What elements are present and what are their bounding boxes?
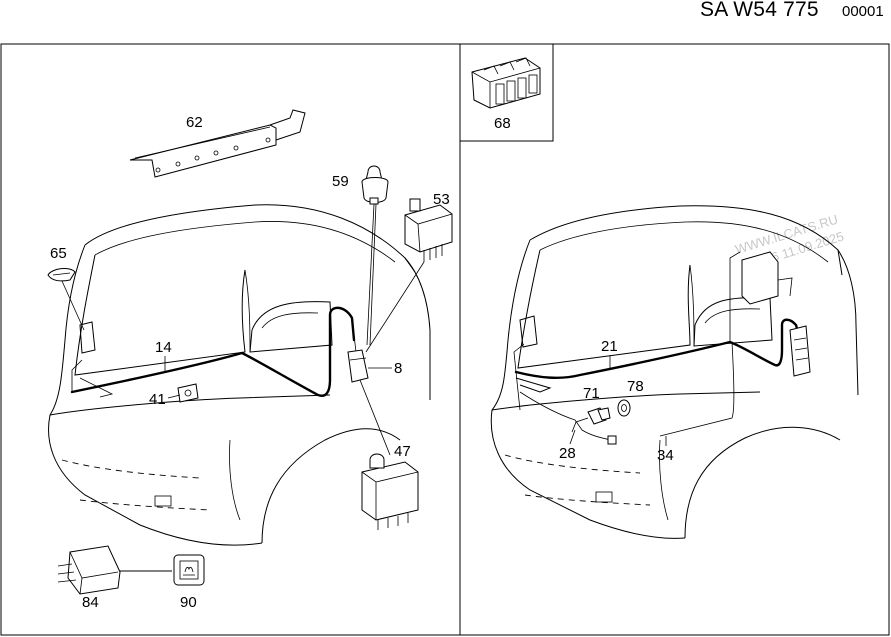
diagram-code: SA W54 775 — [700, 0, 819, 21]
callout-41: 41 — [149, 391, 166, 408]
left-harness — [70, 306, 357, 398]
callout-59: 59 — [332, 173, 349, 190]
part-59-connector — [361, 165, 389, 346]
callout-28: 28 — [559, 445, 576, 462]
callout-34: 34 — [657, 447, 674, 464]
part-41-clip — [177, 383, 199, 403]
right-cab-outline — [490, 205, 859, 539]
part-8-bracket — [347, 349, 392, 456]
callout-53: 53 — [433, 191, 450, 208]
part-28-harness-lead — [574, 419, 617, 445]
diagram-number: 00001 — [842, 3, 884, 20]
callout-62: 62 — [186, 114, 203, 131]
callout-71: 71 — [583, 385, 600, 402]
left-cab-outline — [48, 204, 431, 546]
callout-21: 21 — [601, 338, 618, 355]
part-53-relay — [365, 198, 453, 353]
callout-68: 68 — [494, 115, 511, 132]
callout-47: 47 — [394, 443, 411, 460]
callout-14: 14 — [155, 339, 172, 356]
part-47-relay — [361, 453, 419, 530]
callout-78: 78 — [627, 378, 644, 395]
callout-84: 84 — [82, 594, 99, 611]
diagram-frame — [0, 43, 890, 636]
part-84-switch — [57, 545, 172, 595]
part-78-washer — [617, 399, 631, 417]
right-harness — [513, 251, 811, 437]
callout-90: 90 — [180, 594, 197, 611]
part-65-lamp — [47, 267, 85, 331]
callout-65: 65 — [50, 245, 67, 262]
part-62-bracket — [129, 109, 306, 178]
callout-8: 8 — [394, 360, 402, 377]
inset-box — [460, 44, 554, 142]
part-90-symbol — [173, 554, 205, 586]
part-71-sensor — [571, 407, 611, 433]
part-68-connector-block — [471, 57, 541, 109]
